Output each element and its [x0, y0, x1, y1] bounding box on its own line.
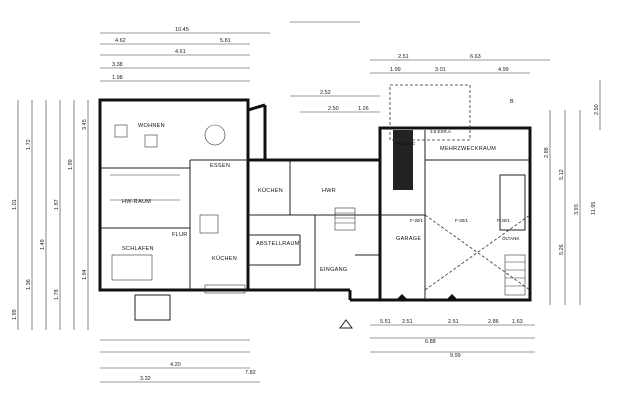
fire-door-label-3: F-30/1 [497, 218, 511, 223]
annotations: F-30/1 F-30/1 F-30/1 B 3.6 EXR.A [410, 99, 514, 223]
room-label-garage: GARAGE [396, 236, 421, 242]
dim-left-1: 1.36 [26, 279, 32, 290]
room-label-mehrzweckraum: MEHRZWECKRAUM [440, 146, 496, 152]
room-label-kueche: KÜCHEN [212, 255, 237, 262]
dim-top-13: 2.52 [320, 90, 331, 96]
dim-bottom-3: 2.86 [488, 319, 499, 325]
dim-bottom-4: 1.63 [512, 319, 523, 325]
room-label-wohnen: WOHNEN [138, 123, 165, 129]
dim-bottom-9: 7.82 [245, 370, 256, 376]
dim-right-1: 5.26 [559, 244, 565, 255]
dim-top-5: 1.98 [112, 75, 123, 81]
bottom-dimension-chain: 5.51 2.51 2.51 2.86 1.63 6.88 9.99 3.32 … [100, 319, 535, 383]
dim-top-12: 1.26 [358, 106, 369, 112]
dim-top-7: 6.63 [470, 54, 481, 60]
dim-left-6: 1.01 [12, 199, 18, 210]
left-dimension-chain: 1.99 1.36 1.49 1.87 1.99 3.45 1.01 1.72 … [12, 100, 89, 330]
room-label-hwr: HWR [322, 188, 336, 194]
dim-bottom-8: 4.20 [170, 362, 181, 368]
room-label-hwraum: HW-RAUM [122, 199, 151, 205]
dim-top-8: 3.01 [435, 67, 446, 73]
chimney [393, 130, 413, 190]
room-label-heizung: HEIZUNG [395, 141, 416, 146]
dim-right-4: 2.88 [544, 147, 550, 158]
dim-right-2: 3.93 [574, 204, 580, 215]
dim-bottom-1: 2.51 [402, 319, 413, 325]
dim-top-4: 3.38 [112, 62, 123, 68]
room-label-oltank: ÖLTANK [502, 235, 519, 241]
dim-left-7: 1.72 [26, 139, 32, 150]
dim-left-3: 1.87 [54, 199, 60, 210]
dim-top-1: 4.62 [115, 38, 126, 44]
dim-top-11: 2.50 [328, 106, 339, 112]
dim-top-2: 4.61 [175, 49, 186, 55]
dim-bottom-6: 9.99 [450, 353, 461, 359]
section-marker: B [510, 99, 514, 105]
room-label-essen: ESSEN [210, 163, 230, 169]
dim-bottom-5: 6.88 [425, 339, 436, 345]
fire-door-label-2: F-30/1 [455, 218, 469, 223]
dim-left-0: 1.99 [12, 309, 18, 320]
dim-bottom-2: 2.51 [448, 319, 459, 325]
dim-right-3: 5.12 [559, 169, 565, 180]
top-dimension-chain: 10.45 4.62 4.61 5.81 3.38 1.98 2.51 6.63… [100, 21, 550, 113]
dim-left-5: 3.45 [82, 119, 88, 130]
dim-left-2: 1.49 [40, 239, 46, 250]
dim-bottom-0: 5.51 [380, 319, 391, 325]
room-label-abstellraum: ABSTELLRAUM [256, 241, 300, 247]
dim-left-4: 1.99 [68, 159, 74, 170]
dim-top-0: 10.45 [175, 27, 189, 33]
dim-left-9: 1.94 [82, 269, 88, 280]
garage-walls [378, 84, 532, 302]
dim-right-5: 11.95 [591, 202, 597, 215]
dim-right-0: 2.50 [594, 104, 600, 115]
dim-top-3: 5.81 [220, 38, 231, 44]
dim-top-10: 1.99 [390, 67, 401, 73]
dim-left-8: 1.78 [54, 289, 60, 300]
room-label-schlafen: SCHLAFEN [122, 246, 154, 252]
dim-top-6: 2.51 [398, 54, 409, 60]
fire-door-label-1: F-30/1 [410, 218, 424, 223]
entrance-area [134, 284, 458, 329]
section-note: 3.6 EXR.A [430, 129, 451, 134]
room-labels: WOHNEN ESSEN KÜCHEN HWR HW-RAUM FLUR KÜC… [122, 123, 519, 273]
dim-bottom-7: 3.32 [140, 376, 151, 382]
room-label-eingang: EINGANG [320, 267, 347, 273]
right-dimension-chain: 2.50 5.26 3.93 5.12 2.88 11.95 [544, 80, 601, 305]
room-label-kueche-top: KÜCHEN [258, 187, 283, 194]
room-label-flur: FLUR [172, 232, 188, 238]
dim-top-9: 4.99 [498, 67, 509, 73]
